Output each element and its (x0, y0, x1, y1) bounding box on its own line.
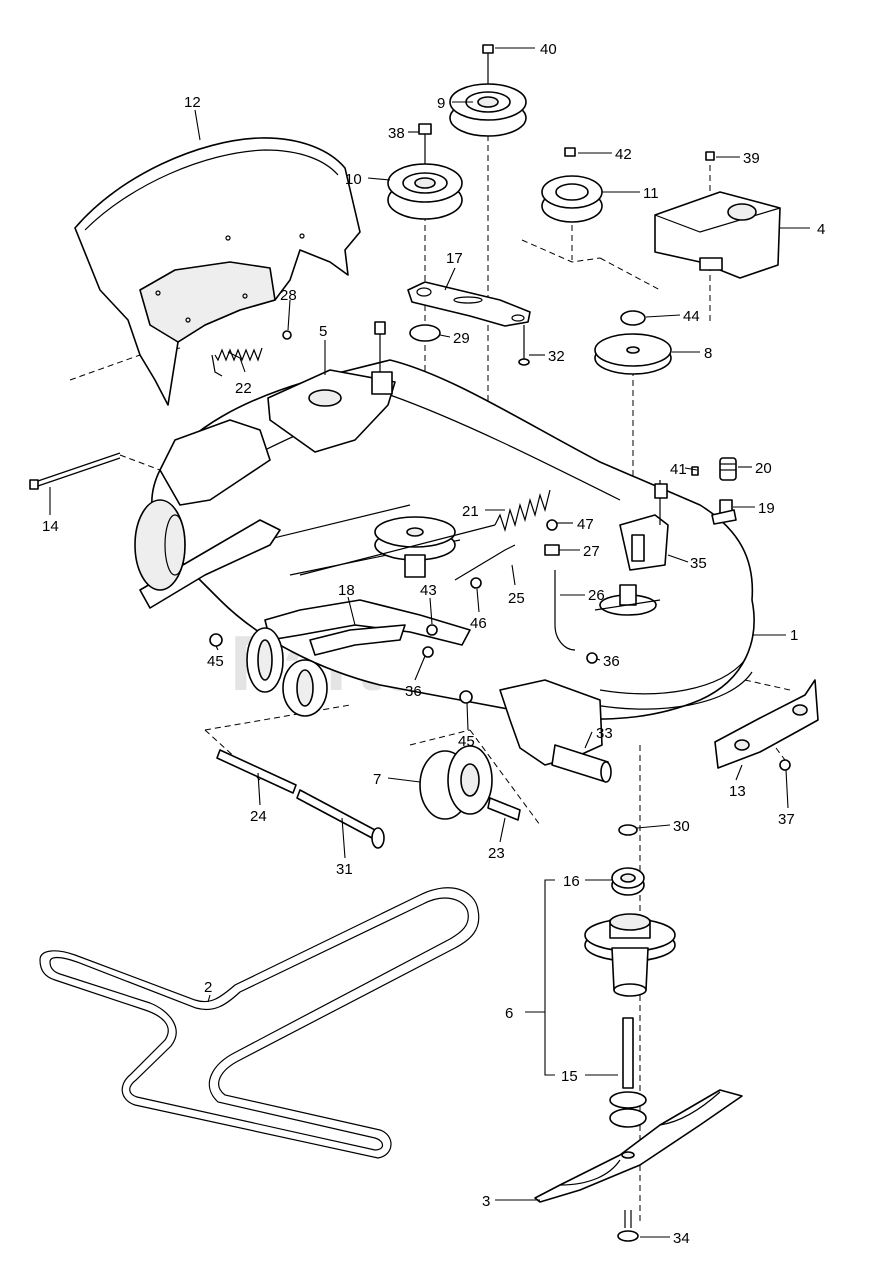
blade-3-part (534, 1089, 743, 1203)
callout-45a: 45 (207, 653, 224, 670)
callout-27: 27 (583, 543, 600, 560)
idler-pulley-10 (387, 123, 463, 220)
callout-35: 35 (690, 555, 707, 572)
callout-11: 11 (643, 185, 659, 202)
pin-28-part (282, 330, 292, 340)
spring-20-part (719, 457, 737, 481)
callout-20: 20 (755, 460, 772, 477)
callout-12: 12 (184, 94, 201, 111)
callout-26: 26 (588, 587, 605, 604)
drive-pulley-8 (594, 310, 672, 375)
bumper-13-part (714, 679, 819, 769)
callout-22: 22 (235, 380, 252, 397)
leader-lines (49, 47, 810, 1238)
callout-3: 3 (482, 1193, 490, 1210)
callout-7: 7 (373, 771, 381, 788)
bracket-33-part (499, 679, 612, 783)
rod-24-part (216, 749, 297, 794)
idler-arm-part (407, 281, 531, 327)
callout-18: 18 (338, 582, 355, 599)
nut-46-part (470, 577, 482, 589)
callout-4: 4 (817, 221, 825, 238)
callout-38: 38 (388, 125, 405, 142)
washer-30-part (618, 824, 638, 836)
callout-25: 25 (508, 590, 525, 607)
callout-46: 46 (470, 615, 487, 632)
callout-47: 47 (577, 516, 594, 533)
callout-19: 19 (758, 500, 775, 517)
callout-24: 24 (250, 808, 267, 825)
wheel-7-part (419, 745, 493, 820)
screw-41-part (691, 466, 699, 476)
callout-45b: 45 (458, 733, 475, 750)
callout-16: 16 (563, 873, 580, 890)
axle-23-part (487, 797, 521, 821)
spindle-shaft-15-part (609, 1017, 647, 1128)
callout-42: 42 (615, 146, 632, 163)
spindle-cover-part (654, 151, 781, 279)
callout-6: 6 (505, 1005, 513, 1022)
callout-13: 13 (729, 783, 746, 800)
callout-1: 1 (790, 627, 798, 644)
rod-26-part (554, 570, 576, 651)
callout-44: 44 (683, 308, 700, 325)
callout-41: 41 (670, 461, 687, 478)
callout-2: 2 (204, 979, 212, 996)
deck-lift-linkage-part (134, 419, 471, 656)
bolt-37-part (779, 759, 791, 771)
nut-45b-part (459, 690, 473, 704)
callout-10: 10 (345, 171, 362, 188)
nut-36b-part (586, 652, 598, 664)
bearing-16-part (611, 867, 645, 896)
nut-43-part (426, 624, 438, 636)
rod-14-part (29, 452, 121, 490)
rod-25-part (454, 544, 516, 581)
bolt-32-part (518, 325, 530, 366)
spring-part (211, 347, 263, 377)
spindle-housing-part (584, 913, 676, 997)
callout-9: 9 (437, 95, 445, 112)
callout-28: 28 (280, 287, 297, 304)
nut-45a-part (209, 633, 223, 647)
callout-30: 30 (673, 818, 690, 835)
callout-32: 32 (548, 348, 565, 365)
bolt-34-part (617, 1210, 639, 1242)
callout-21: 21 (462, 503, 479, 520)
block-27-part (544, 544, 560, 556)
callout-36b: 36 (603, 653, 620, 670)
nut-36a-part (422, 646, 434, 658)
callout-39: 39 (743, 150, 760, 167)
washer-29-part (409, 324, 441, 342)
callout-17: 17 (446, 250, 463, 267)
callout-34: 34 (673, 1230, 690, 1247)
belt-cover-part (74, 137, 361, 406)
callout-15: 15 (561, 1068, 578, 1085)
callout-43: 43 (420, 582, 437, 599)
idler-pulley-9 (449, 44, 527, 137)
deck-front-wheels-part (246, 627, 328, 717)
right-spindle-part (594, 584, 661, 616)
callout-36a: 36 (405, 683, 422, 700)
callout-37: 37 (778, 811, 795, 828)
callout-labels: 1 2 3 4 5 6 7 8 9 10 11 12 13 14 15 16 1… (42, 41, 825, 1247)
bracket-5-part (267, 321, 396, 453)
callout-31: 31 (336, 861, 353, 878)
callout-33: 33 (596, 725, 613, 742)
callout-40: 40 (540, 41, 557, 58)
callout-5: 5 (319, 323, 327, 340)
fitting-19-part (711, 499, 737, 525)
bolt-31-part (296, 789, 385, 849)
callout-23: 23 (488, 845, 505, 862)
idler-pulley-11 (541, 147, 603, 223)
callout-14: 14 (42, 518, 59, 535)
spring-21-part (299, 489, 551, 576)
callout-8: 8 (704, 345, 712, 362)
bracket-35-part (619, 480, 669, 571)
nut-47-part (546, 519, 558, 531)
drive-belt-part (39, 887, 480, 1159)
callout-29: 29 (453, 330, 470, 347)
